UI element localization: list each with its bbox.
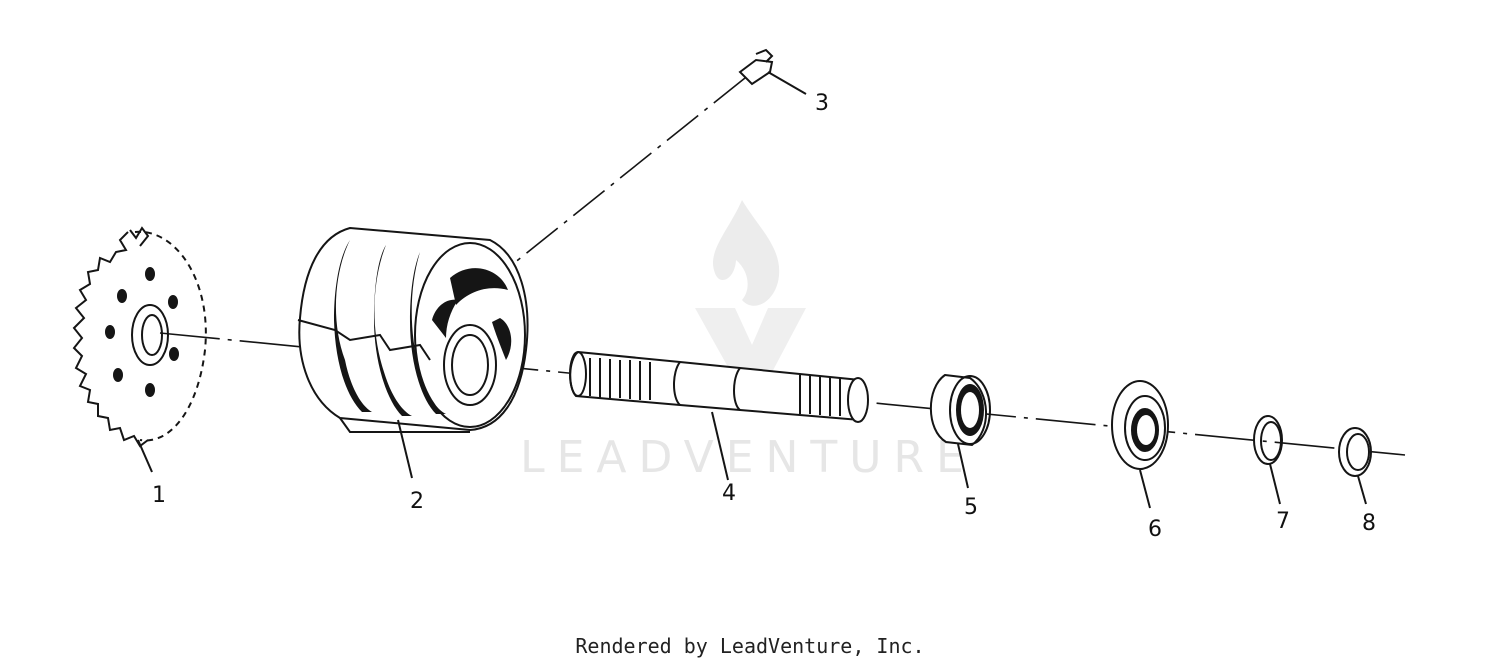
callout-6: 6	[1148, 517, 1162, 542]
chevron-icon	[695, 308, 806, 410]
callout-1: 1	[152, 483, 166, 508]
part-1-sprocket[interactable]	[72, 226, 207, 473]
part-5-bearing[interactable]	[929, 373, 991, 489]
callout-8: 8	[1362, 511, 1376, 536]
callout-4: 4	[722, 481, 736, 506]
part-2-clutch-drum[interactable]	[297, 226, 529, 479]
callout-2: 2	[410, 489, 424, 514]
render-credit: Rendered by LeadVenture, Inc.	[575, 634, 925, 658]
part-7-ring[interactable]	[1253, 415, 1283, 505]
callout-7: 7	[1276, 509, 1290, 534]
callout-5: 5	[964, 495, 978, 520]
part-3-pin[interactable]	[738, 48, 807, 95]
flame-icon	[712, 200, 780, 306]
sprocket-teeth	[72, 226, 150, 448]
part-4-splined-shaft[interactable]	[569, 350, 869, 481]
part-8-collar[interactable]	[1338, 427, 1372, 505]
part-6-seal[interactable]	[1111, 380, 1169, 509]
watermark-logo: LEADVENTURE	[520, 200, 976, 483]
callout-3: 3	[815, 91, 829, 116]
watermark-text: LEADVENTURE	[520, 432, 976, 483]
